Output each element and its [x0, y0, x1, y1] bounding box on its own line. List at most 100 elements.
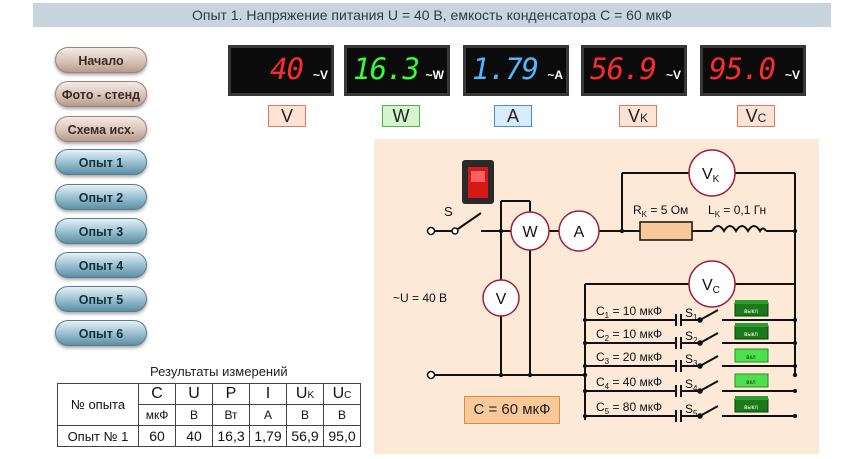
meter-unit: ~V — [784, 68, 800, 82]
capacitor-label: C3 = 20 мкФ — [596, 350, 662, 366]
nav-button-1[interactable]: Начало — [55, 47, 147, 73]
header-symbol: P — [225, 385, 237, 402]
table-cell: 95,0 — [323, 425, 361, 447]
experiment-title: Опыт 1. Напряжение питания U = 40 В, емк… — [33, 3, 831, 27]
ammeter-label: A — [574, 224, 585, 241]
meter-label-3: A — [494, 105, 532, 127]
circuit-svg: S ~U = 40 В W A V VK VC RK = 5 Ом LK = 0… — [393, 149, 798, 422]
header-subscript: K — [307, 390, 315, 401]
voltmeter-c-label: VC — [702, 277, 720, 296]
meter-label-main: V — [745, 106, 758, 126]
capacitor-toggle-button-5[interactable]: выкл — [734, 396, 769, 413]
nav-button-2[interactable]: Фото - стенд — [55, 81, 147, 107]
switch-label: S — [444, 204, 453, 219]
header-symbol: U — [332, 385, 345, 402]
nav-button-9[interactable]: Опыт 6 — [55, 320, 147, 346]
meter-label-main: A — [506, 106, 519, 126]
meter-label-main: W — [392, 106, 410, 126]
meter-value: 16.3 — [353, 52, 420, 86]
meter-label-4: VK — [619, 105, 657, 127]
table-cell: В — [175, 404, 213, 426]
capacitor-row-2 — [583, 332, 797, 349]
table-cell: мкФ — [138, 404, 176, 426]
meter-label-sub: K — [640, 111, 649, 125]
voltmeter-k-label: VK — [702, 166, 720, 185]
capacitor-toggle-button-1[interactable]: выкл — [734, 300, 769, 317]
nav-button-8[interactable]: Опыт 5 — [55, 286, 147, 312]
meter-unit: ~W — [425, 68, 444, 82]
table-cell: А — [249, 404, 287, 426]
total-capacitance-label: C = 60 мкФ — [464, 396, 560, 424]
header-symbol: C — [151, 385, 163, 402]
header-symbol: I — [265, 385, 271, 402]
resistor-label: RK = 5 Ом — [633, 203, 688, 219]
meter-label-main: V — [280, 106, 293, 126]
switch-label: S4 — [685, 377, 698, 393]
meter-value: 95.0 — [709, 52, 776, 86]
meter-display-3: 1.79 ~A — [463, 45, 569, 96]
table-cell: UK — [286, 383, 324, 405]
meter-unit: ~V — [312, 68, 328, 82]
table-cell: В — [286, 404, 324, 426]
header-symbol: U — [295, 385, 308, 402]
meter-label-5: VC — [737, 105, 775, 127]
source-label: ~U = 40 В — [393, 291, 447, 305]
voltmeter-c-circle — [688, 260, 736, 308]
capacitor-label: C4 = 40 мкФ — [596, 375, 662, 391]
meter-unit: ~V — [665, 68, 681, 82]
table-cell: В — [323, 404, 361, 426]
table-cell: 40 — [175, 425, 213, 447]
header-symbol: U — [188, 385, 200, 402]
meter-display-2: 16.3 ~W — [344, 45, 450, 96]
meter-value: 1.79 — [472, 52, 539, 86]
switch-label: S3 — [685, 352, 698, 368]
meter-display-1: 40 ~V — [228, 45, 334, 96]
header-subscript: C — [344, 390, 352, 401]
capacitor-label: C5 = 80 мкФ — [596, 400, 662, 416]
capacitor-row-4 — [583, 380, 797, 397]
voltmeter-k-circle — [688, 149, 736, 197]
nav-button-5[interactable]: Опыт 2 — [55, 184, 147, 210]
nav-button-6[interactable]: Опыт 3 — [55, 218, 147, 244]
table-cell: 16,3 — [212, 425, 250, 447]
toggle-label: выкл — [744, 309, 758, 315]
table-cell: 56,9 — [286, 425, 324, 447]
circuit-diagram: S ~U = 40 В W A V VK VC RK = 5 Ом LK = 0… — [374, 139, 819, 454]
capacitor-row-5 — [583, 405, 797, 422]
meter-label-sub: C — [757, 111, 767, 125]
table-cell: 60 — [138, 425, 176, 447]
inductor-label: LK = 0,1 Гн — [708, 203, 766, 219]
toggle-label: выкл — [744, 405, 758, 411]
table-cell: 1,79 — [249, 425, 287, 447]
nav-button-7[interactable]: Опыт 4 — [55, 252, 147, 278]
meter-label-1: V — [268, 105, 306, 127]
power-switch-icon[interactable] — [462, 160, 494, 204]
table-cell: I — [249, 383, 287, 405]
wattmeter-label: W — [522, 224, 538, 241]
table-cell: U — [175, 383, 213, 405]
table-cell: № опыта — [57, 383, 139, 426]
voltmeter-label: V — [496, 291, 507, 308]
nav-button-4[interactable]: Опыт 1 — [55, 149, 147, 175]
capacitor-toggle-button-2[interactable]: выкл — [734, 323, 769, 340]
meter-unit: ~A — [547, 68, 563, 82]
capacitor-row-3 — [583, 355, 797, 372]
meter-label-2: W — [382, 105, 420, 127]
table-cell: Опыт № 1 — [57, 425, 139, 447]
meter-display-4: 56.9 ~V — [581, 45, 687, 96]
toggle-label: выкл — [744, 332, 758, 338]
toggle-label: вкл — [746, 380, 756, 386]
switch-label: S2 — [685, 329, 698, 345]
capacitor-label: C1 = 10 мкФ — [596, 304, 662, 320]
capacitor-toggle-button-3[interactable]: вкл — [734, 348, 769, 363]
nav-button-3[interactable]: Схема исх. — [55, 116, 147, 142]
meter-value: 56.9 — [590, 52, 657, 86]
capacitor-toggle-button-4[interactable]: вкл — [734, 373, 769, 388]
capacitor-label: C2 = 10 мкФ — [596, 327, 662, 343]
switch-label: S5 — [685, 402, 698, 418]
toggle-label: вкл — [746, 355, 756, 361]
meter-value: 40 — [270, 52, 304, 86]
